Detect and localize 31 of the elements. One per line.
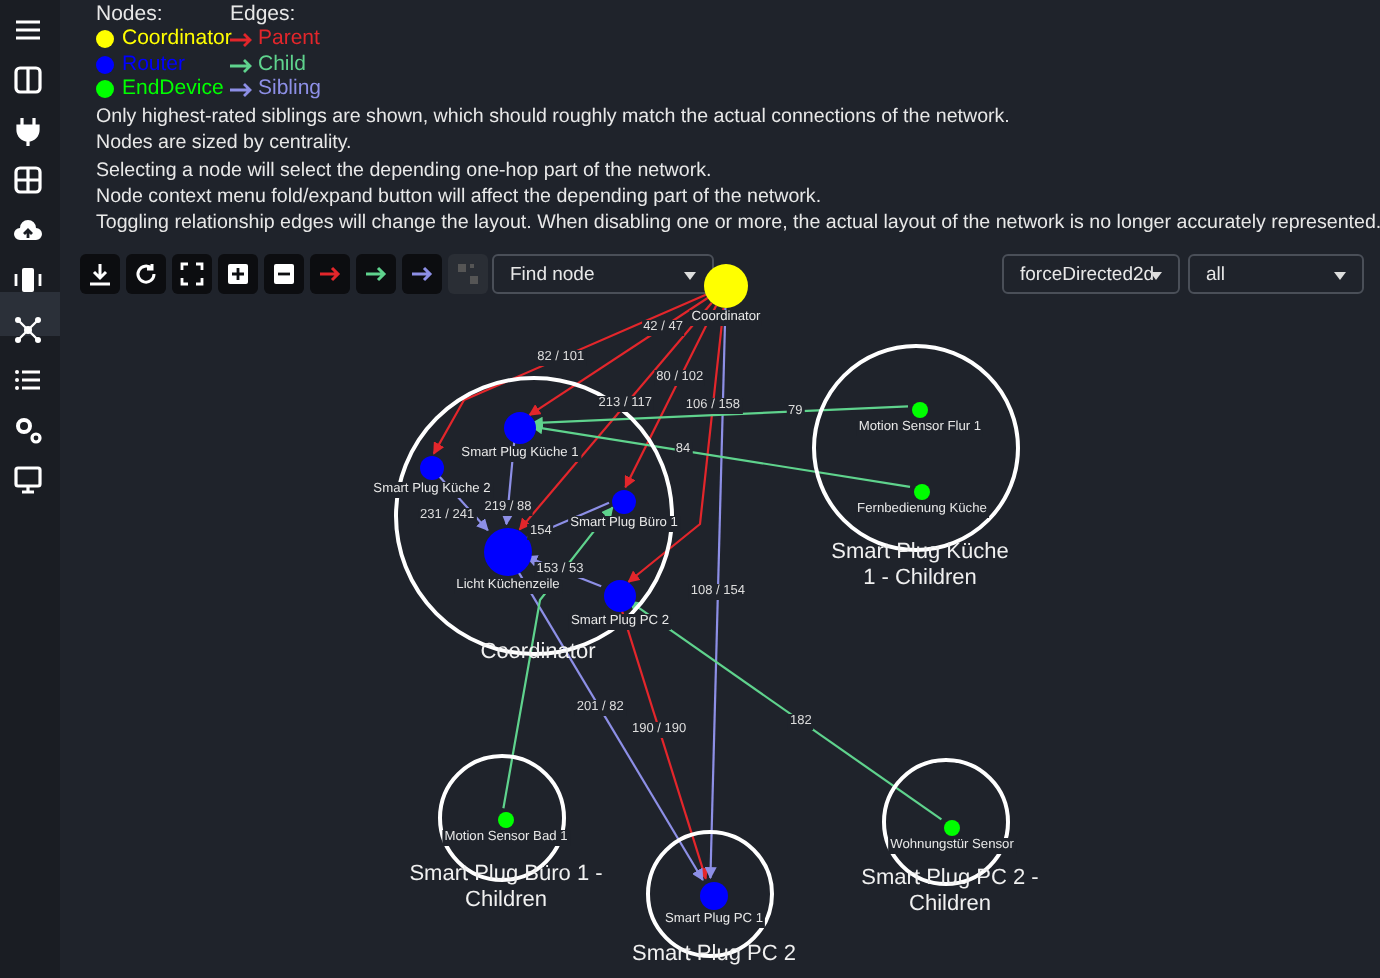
connector-arrow	[518, 302, 713, 531]
connector-arrow	[528, 297, 709, 417]
connector-arrow	[627, 307, 725, 583]
legend-text: Child	[258, 51, 306, 75]
legend-text: Parent	[258, 26, 320, 50]
note-text: Selecting a node will select the depending one-hop part of the network.	[96, 159, 712, 182]
legend-text: Router	[122, 51, 186, 75]
note-text: Only highest-rated siblings are shown, which should roughly match the actual connections of the network.	[96, 106, 1010, 128]
connector-arrow	[501, 439, 516, 526]
note-text: Toggling relationship edges will change the layout. When disabling one or more, the actual layout of the network is no longer accurately represented.	[96, 212, 1380, 235]
legend-text: Coordinator	[122, 26, 232, 50]
connector-arrow	[704, 307, 727, 880]
connector-arrow	[628, 600, 943, 821]
connector-arrow	[435, 472, 489, 532]
connector-arrow	[530, 405, 909, 429]
legend-heading: Nodes:	[96, 2, 163, 26]
note-text: Nodes are sized by centrality.	[96, 132, 352, 155]
search-dropdown: Find node	[492, 254, 714, 294]
legend-text: Sibling	[258, 76, 322, 100]
connector-arrow	[624, 305, 718, 489]
connector-arrow	[530, 422, 911, 488]
legend-heading: Edges:	[230, 2, 296, 26]
note-text: Node context menu fold/expand button will affect the depending part of the network.	[96, 185, 822, 208]
filter-dropdown: all	[1188, 254, 1364, 294]
connector-arrow	[619, 606, 709, 880]
connector-arrow	[515, 568, 704, 882]
legend-text: EndDevice	[122, 76, 224, 100]
layout-dropdown: forceDirected2d	[1002, 254, 1180, 294]
connector-arrow	[525, 555, 602, 588]
connector-arrow	[432, 293, 707, 455]
connector-arrow	[502, 506, 614, 809]
